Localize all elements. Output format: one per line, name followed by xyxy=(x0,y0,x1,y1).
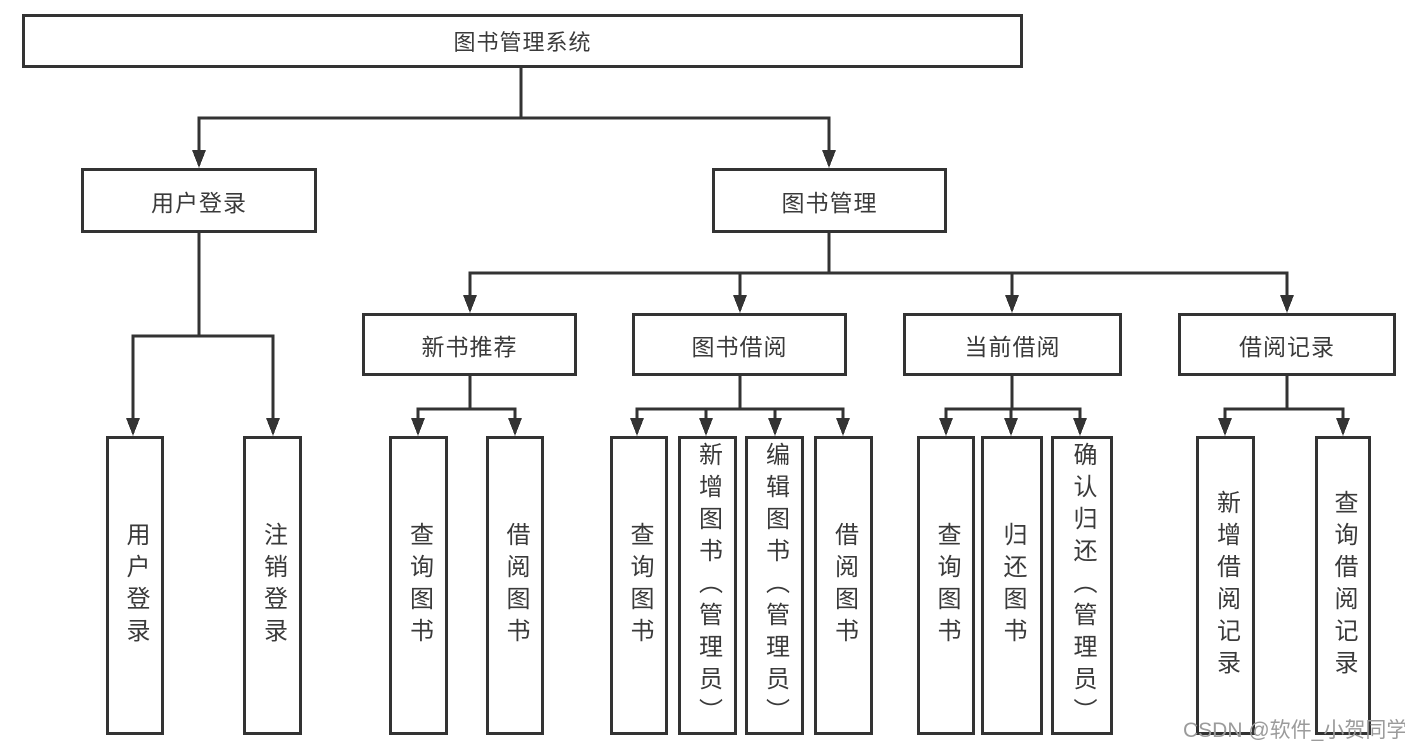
leaf-add-books-admin: 新增图书（管理员） xyxy=(678,436,737,735)
leaf-return-books: 归还图书 xyxy=(981,436,1043,735)
node-book-management: 图书管理 xyxy=(712,168,947,233)
watermark: CSDN @软件_小贺同学 xyxy=(1183,719,1405,742)
node-new-book-recommendation: 新书推荐 xyxy=(362,313,577,376)
node-current-borrowing: 当前借阅 xyxy=(903,313,1122,376)
node-book-borrowing: 图书借阅 xyxy=(632,313,847,376)
leaf-borrow-books: 借阅图书 xyxy=(814,436,873,735)
leaf-borrow-books-recommend: 借阅图书 xyxy=(486,436,544,735)
leaf-logout: 注销登录 xyxy=(243,436,302,735)
node-library-management-system: 图书管理系统 xyxy=(22,14,1023,68)
node-borrowing-records: 借阅记录 xyxy=(1178,313,1396,376)
leaf-edit-books-admin: 编辑图书（管理员） xyxy=(745,436,804,735)
leaf-query-books-borrowing: 查询图书 xyxy=(610,436,668,735)
leaf-query-borrowing-record: 查询借阅记录 xyxy=(1315,436,1371,735)
leaf-confirm-return-admin: 确认归还（管理员） xyxy=(1051,436,1113,735)
node-user-login: 用户登录 xyxy=(81,168,317,233)
leaf-add-borrowing-record: 新增借阅记录 xyxy=(1196,436,1255,735)
leaf-query-books-recommend: 查询图书 xyxy=(389,436,448,735)
leaf-user-login: 用户登录 xyxy=(106,436,164,735)
leaf-query-books-current: 查询图书 xyxy=(917,436,975,735)
